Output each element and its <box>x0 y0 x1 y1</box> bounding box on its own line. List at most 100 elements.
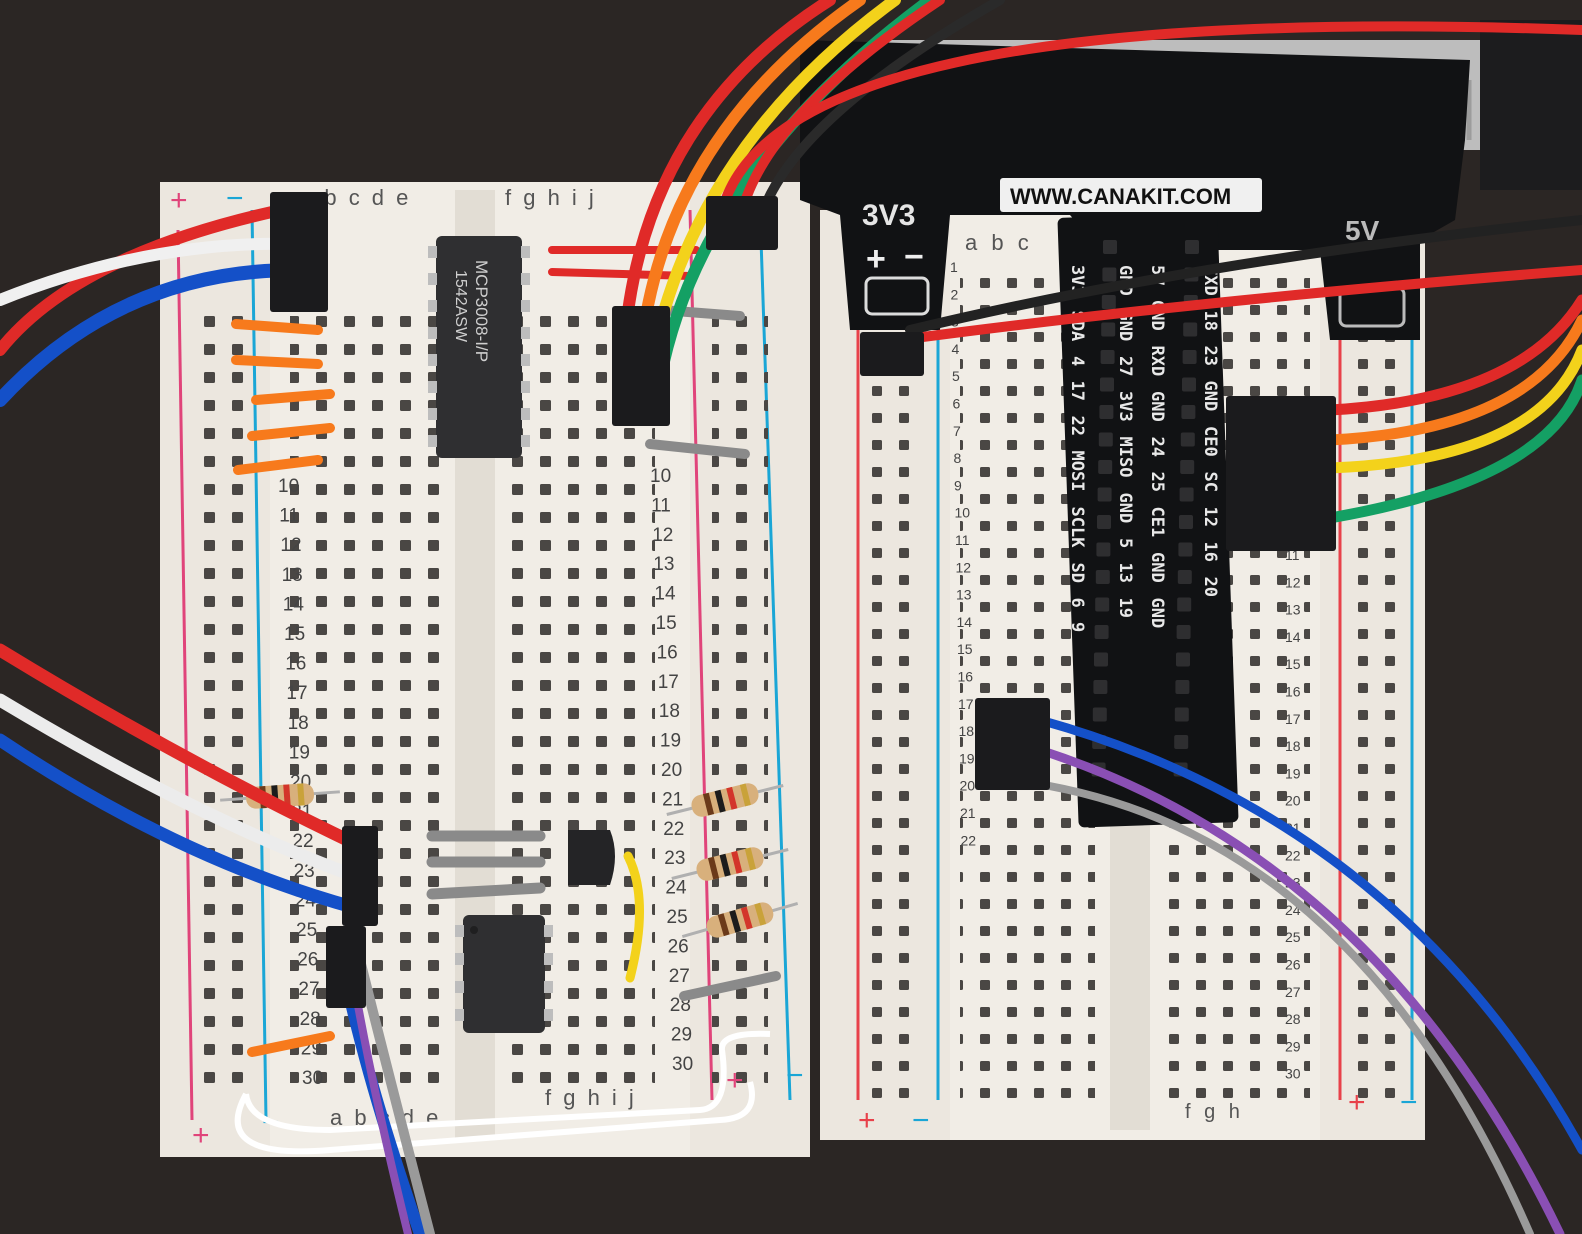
row-number: 25 <box>1285 929 1301 945</box>
red-wire <box>715 21 1582 225</box>
resistor-band <box>714 789 726 813</box>
red-wire <box>0 643 367 853</box>
resistor-band <box>729 909 742 933</box>
row-number: 15 <box>1285 656 1301 672</box>
right-rail-plus-stripe <box>688 209 714 1101</box>
cobbler-pin <box>1179 487 1194 502</box>
dupont-header <box>612 306 670 426</box>
chip-pin <box>428 300 437 312</box>
row-number: 22 <box>663 819 684 840</box>
row-number: 16 <box>657 642 678 663</box>
row-number: 1 <box>950 259 958 275</box>
chip-pin <box>544 953 553 965</box>
right-board-columns-bottom: f g h <box>1185 1101 1244 1123</box>
cobbler-pin <box>1176 652 1190 667</box>
row-number: 9 <box>954 477 962 493</box>
cobbler-pin-label: RXD <box>1147 346 1167 377</box>
cobbler-pin-label: CE1 <box>1147 507 1167 538</box>
cobbler-pin-label: GND <box>1147 552 1167 583</box>
chip-pin <box>544 925 553 937</box>
row-number: 27 <box>669 966 690 987</box>
gray-jumper <box>679 971 781 1001</box>
row-number: 18 <box>959 723 975 739</box>
row-number: 22 <box>1285 847 1301 863</box>
cobbler-pin-label: MOSI <box>1067 451 1087 492</box>
cobbler-pin-label: 24 <box>1147 437 1167 457</box>
row-number: 22 <box>961 832 977 848</box>
row-number: 30 <box>302 1068 323 1089</box>
cobbler-pin <box>1180 432 1195 447</box>
chip-pin <box>428 273 437 285</box>
resistor-band <box>702 792 715 816</box>
right-board-rail-holes-left <box>865 370 919 1100</box>
gray-wire <box>355 955 435 1234</box>
purple-wire <box>1035 745 1565 1234</box>
row-number: 4 <box>952 341 960 357</box>
row-number: 21 <box>960 805 976 821</box>
chip-pin <box>428 246 437 258</box>
green-wire <box>1324 374 1582 524</box>
left-rail-plus-stripe <box>176 229 194 1121</box>
mcp3008-label-line1: MCP3008-I/P <box>472 260 491 362</box>
dupont-header <box>326 926 366 1008</box>
transistor <box>568 830 615 885</box>
row-number: 23 <box>294 861 315 882</box>
dupont-header <box>860 332 924 376</box>
row-number: 12 <box>956 559 972 575</box>
cobbler-pin-label: GND <box>1147 598 1167 629</box>
mcp3008-pins <box>428 246 530 447</box>
row-number: 15 <box>957 641 973 657</box>
chip-pin <box>428 435 437 447</box>
row-number: 14 <box>283 594 305 615</box>
cobbler-pin <box>1182 377 1196 392</box>
cobbler-pin <box>1098 432 1113 447</box>
right-board-minus-bottom-right: − <box>1400 1086 1418 1119</box>
row-number: 13 <box>653 554 674 575</box>
row-number: 25 <box>667 907 688 928</box>
cobbler-pin-label: 13 <box>1115 563 1135 583</box>
cobbler-pin-label: SC <box>1200 472 1220 492</box>
chip-pin <box>521 381 530 393</box>
row-number: 10 <box>650 466 671 487</box>
right-board-minus-bottom-left: − <box>912 1104 930 1137</box>
cobbler-pin <box>1180 460 1195 474</box>
row-number: 10 <box>955 505 971 521</box>
cobbler-pin-label: 5 <box>1115 538 1135 548</box>
row-numbers-right: 1011121314151617181920212223242526272829… <box>650 466 693 1075</box>
chip-pin <box>521 435 530 447</box>
row-number: 14 <box>1285 629 1301 645</box>
chip-pin <box>521 300 530 312</box>
dupont-header <box>270 192 328 312</box>
label-3v3-plus: + <box>866 240 886 278</box>
dupont-headers <box>270 192 1336 1008</box>
column-letters-fj: f g h i j <box>505 185 597 210</box>
gpio-cobbler: WWW.CANAKIT.COM 3V3 5V + − 3V3SDA41722MO… <box>800 20 1582 828</box>
black-wire <box>755 0 1005 225</box>
resistor-band <box>297 783 305 806</box>
row-number: 17 <box>658 672 679 693</box>
row-number: 14 <box>654 584 676 605</box>
cobbler-pin-label: 6 <box>1067 598 1087 608</box>
chip-pin <box>455 953 464 965</box>
cobbler-pin <box>1100 350 1115 364</box>
cobbler-pin-label: 12 <box>1200 507 1220 527</box>
dupont-header <box>975 698 1050 790</box>
row-number: 12 <box>280 535 301 556</box>
row-number: 11 <box>955 532 970 548</box>
row-number: 29 <box>671 1025 692 1046</box>
cobbler-pin-headers <box>1091 240 1199 777</box>
orange-wire <box>634 0 866 366</box>
red-jumper <box>548 268 694 280</box>
cobbler-pin-label: 9 <box>1067 622 1087 632</box>
blue-wire <box>0 733 363 915</box>
row-number: 16 <box>285 654 306 675</box>
chip-pin <box>428 327 437 339</box>
chip-pin <box>455 925 464 937</box>
cobbler-pin-label: 27 <box>1115 356 1135 376</box>
cobbler-pin <box>1097 487 1112 502</box>
resistor-band <box>719 853 731 877</box>
row-number: 14 <box>957 614 973 630</box>
chip-pin <box>455 1009 464 1021</box>
cobbler-pin <box>1093 680 1108 694</box>
resistor-band <box>739 783 751 807</box>
